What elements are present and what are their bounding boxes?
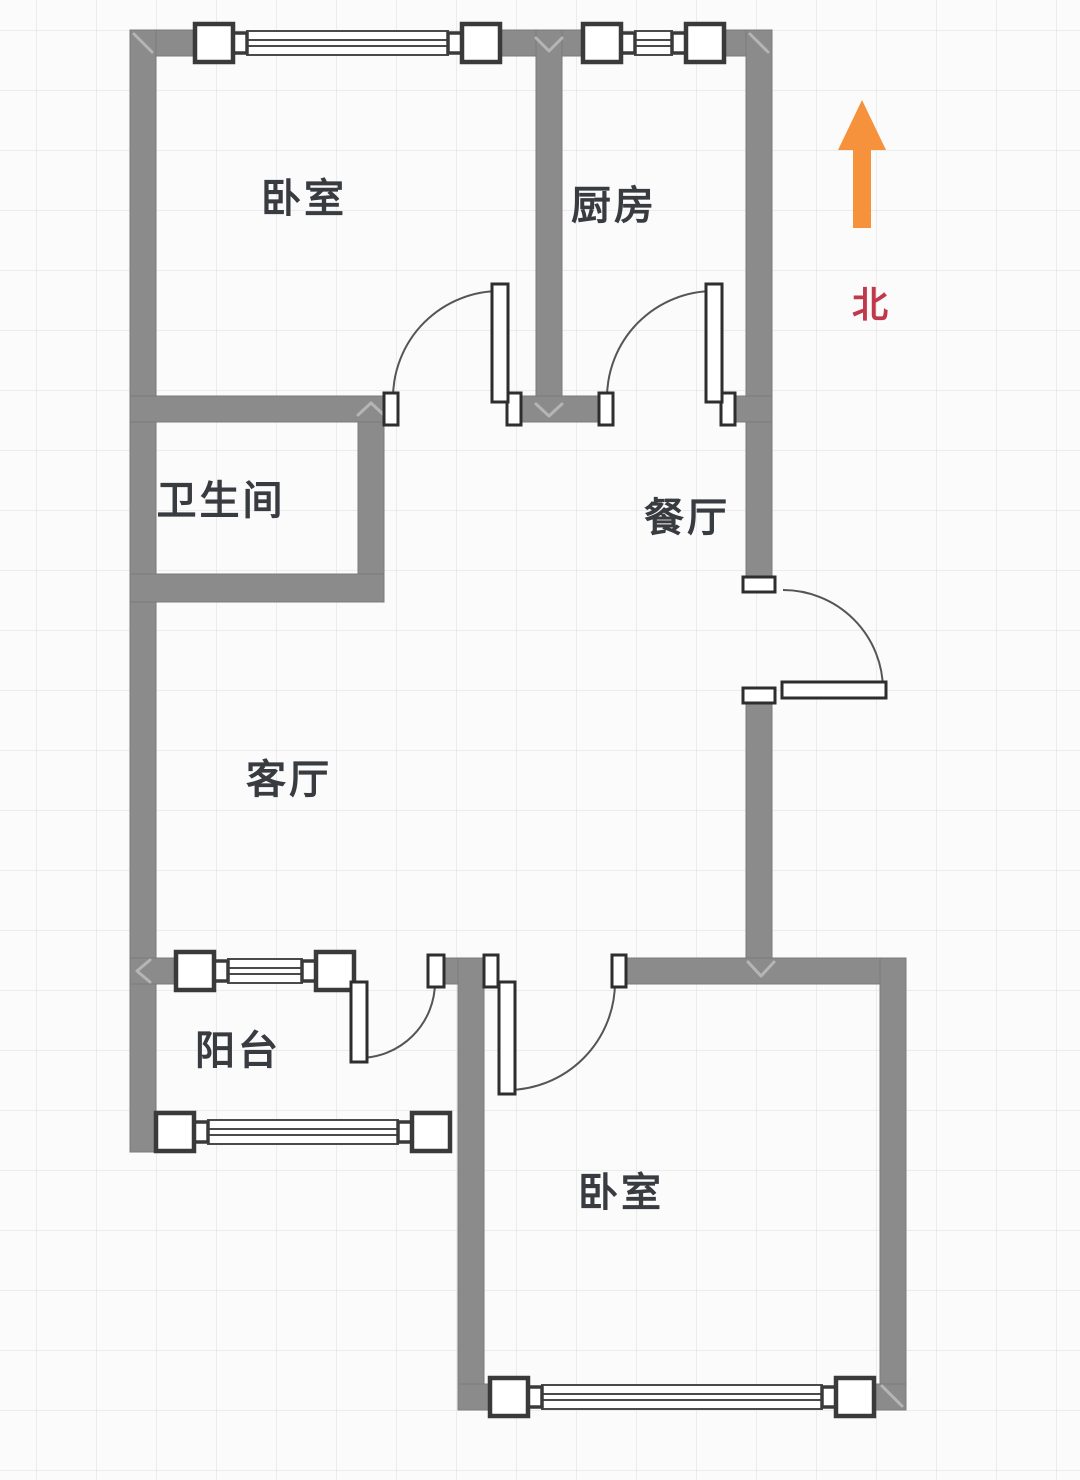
window-bedroom-north bbox=[192, 21, 503, 65]
door-jamb bbox=[482, 953, 500, 989]
room-label-bedroom-north: 卧室 bbox=[261, 176, 347, 222]
wall-bedroom-south-left bbox=[457, 957, 485, 1411]
door-panel bbox=[704, 282, 724, 404]
room-label-living-room: 客厅 bbox=[246, 757, 332, 803]
door-swing-arc bbox=[782, 589, 884, 691]
door-swing-arc bbox=[392, 290, 501, 399]
wall-mid-right bbox=[734, 395, 773, 423]
room-label-kitchen: 厨房 bbox=[571, 183, 657, 229]
door-jamb bbox=[597, 391, 615, 427]
wall-joint-marks bbox=[132, 32, 904, 1408]
door-jamb bbox=[505, 391, 523, 427]
window-band bbox=[227, 958, 303, 984]
room-label-balcony: 阳台 bbox=[195, 1028, 281, 1074]
joint-left-wall-balcony bbox=[135, 958, 152, 984]
north-arrow-icon bbox=[838, 100, 886, 228]
door-bedroom-north bbox=[382, 282, 523, 427]
door-swing-arc bbox=[358, 981, 436, 1059]
door-balcony bbox=[349, 953, 446, 1064]
wall-mid-between-doors bbox=[520, 395, 600, 423]
window-cap bbox=[192, 21, 236, 65]
door-jamb bbox=[741, 686, 777, 705]
window-cap bbox=[683, 21, 727, 65]
wall-bedroom-south-bottom-left bbox=[457, 1383, 493, 1411]
door-jamb bbox=[382, 391, 400, 427]
window-cap bbox=[487, 1375, 531, 1419]
door-kitchen bbox=[597, 282, 737, 427]
window-cap bbox=[313, 949, 357, 993]
wall-bedroom-kitchen-divider bbox=[535, 29, 563, 423]
joint-bathroom-corner bbox=[356, 401, 386, 417]
room-label-bedroom-south: 卧室 bbox=[578, 1170, 664, 1216]
door-jamb bbox=[610, 953, 628, 989]
north-label: 北 bbox=[851, 285, 889, 326]
joint-right-wall-bottom bbox=[746, 960, 776, 978]
wall-right-lower bbox=[745, 702, 773, 985]
window-cap bbox=[173, 949, 217, 993]
door-jamb bbox=[426, 953, 446, 989]
door-panel bbox=[490, 282, 510, 404]
joint-divider-top bbox=[534, 36, 564, 53]
window-cap bbox=[833, 1375, 877, 1419]
joint-divider-bottom bbox=[534, 402, 564, 418]
window-band bbox=[634, 30, 673, 56]
door-swing-arc bbox=[506, 981, 616, 1091]
window-kitchen bbox=[580, 21, 727, 65]
door-bedroom-south bbox=[482, 953, 628, 1096]
window-cap bbox=[459, 21, 503, 65]
wall-bedroom-south-right bbox=[879, 957, 907, 1411]
window-balcony-exterior bbox=[153, 1110, 453, 1154]
wall-bathroom-bottom bbox=[129, 573, 385, 603]
window-cap bbox=[580, 21, 624, 65]
door-panel bbox=[349, 980, 369, 1064]
door-panel bbox=[497, 980, 517, 1096]
room-label-bathroom: 卫生间 bbox=[156, 478, 286, 524]
window-band bbox=[246, 30, 449, 56]
joint-top-right-corner bbox=[748, 32, 770, 54]
joint-bedroom-south-corner bbox=[880, 1384, 904, 1408]
door-swing-arc bbox=[606, 290, 715, 399]
window-band bbox=[207, 1119, 399, 1145]
room-label-dining-room: 餐厅 bbox=[644, 495, 730, 541]
window-cap bbox=[153, 1110, 197, 1154]
walls bbox=[129, 29, 907, 1411]
wall-bathroom-right bbox=[357, 421, 385, 575]
window-cap bbox=[409, 1110, 453, 1154]
wall-right-upper bbox=[745, 29, 773, 578]
window-band bbox=[541, 1384, 823, 1410]
door-panel bbox=[780, 680, 888, 700]
door-jamb bbox=[719, 391, 737, 427]
joint-top-left-corner bbox=[132, 32, 154, 54]
window-living-balcony bbox=[173, 949, 357, 993]
door-entry bbox=[741, 575, 888, 705]
window-bedroom-south bbox=[487, 1375, 877, 1419]
door-jamb bbox=[741, 575, 777, 594]
wall-bathroom-top bbox=[129, 395, 385, 423]
